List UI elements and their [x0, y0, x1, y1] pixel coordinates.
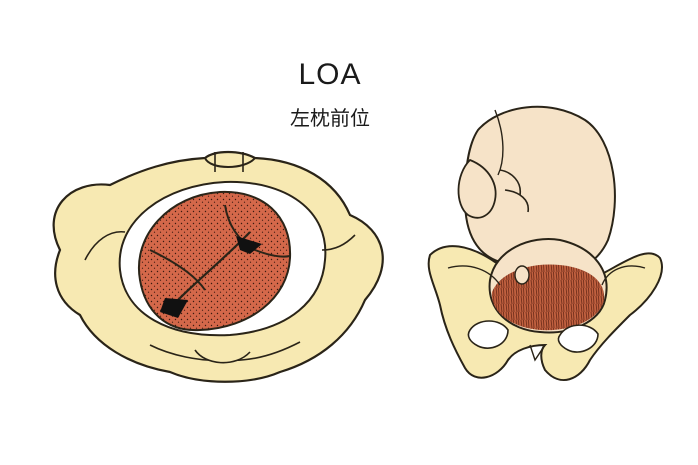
pelvis-top-view — [52, 150, 384, 383]
anterior-fontanelle — [236, 236, 262, 254]
fetus-side-view — [427, 105, 663, 381]
sacrum — [204, 157, 256, 168]
fetal-ear — [514, 265, 530, 285]
coronal-suture — [149, 249, 206, 291]
diagram-subtitle: 左枕前位 — [290, 106, 370, 130]
fetal-hair — [491, 264, 605, 331]
fetal-leg — [457, 158, 497, 219]
obturator-left — [467, 320, 509, 349]
obturator-right — [557, 324, 599, 353]
fetal-head — [137, 190, 292, 332]
posterior-fontanelle — [160, 298, 188, 318]
diagram-title: LOA — [298, 58, 362, 91]
